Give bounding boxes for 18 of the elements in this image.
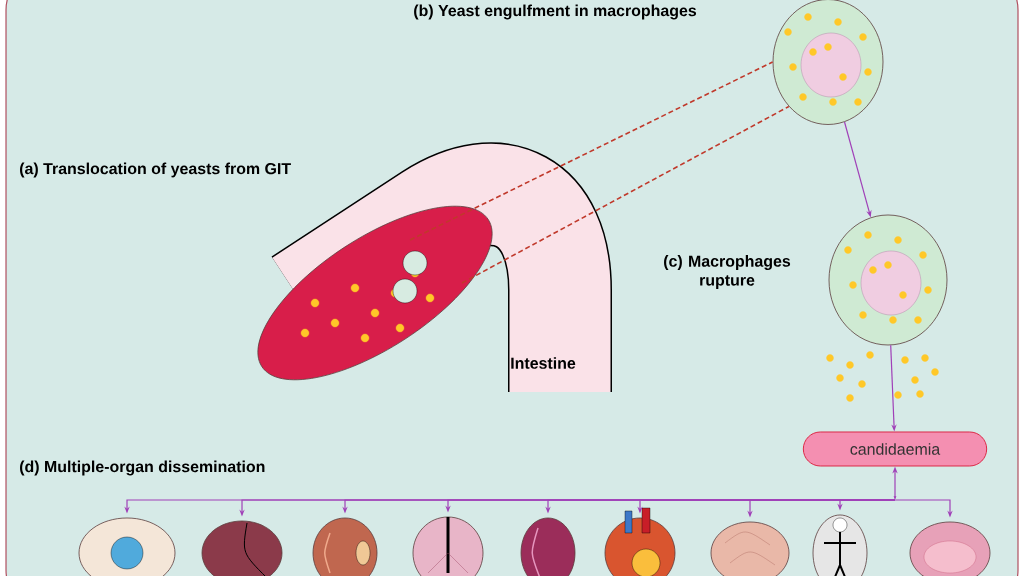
skeleton-drawing [812,514,868,576]
caption-text: Intestine [511,357,576,369]
lungs-drawing [412,516,484,576]
caption-text: (d) Multiple-organ dissemination [20,460,265,476]
heart-drawing [604,507,676,576]
macrophage-drawing [828,214,948,346]
bladder-drawing [909,521,991,576]
caption-text: (b) Yeast engulfment in macrophages [414,4,697,20]
caption-text: (a) Translocation of yeasts from GIT [20,162,291,178]
eye-drawing [78,517,176,576]
spleen-drawing [520,517,576,576]
brain-drawing [710,521,790,576]
kidney-drawing [312,517,378,576]
caption-text: (c) Macrophages rupture [664,255,791,289]
intestine-section-drawing [257,205,493,381]
macrophage-drawing [772,0,884,125]
candidaemia-box: candidaemia [802,431,988,467]
liver-drawing [201,520,283,576]
